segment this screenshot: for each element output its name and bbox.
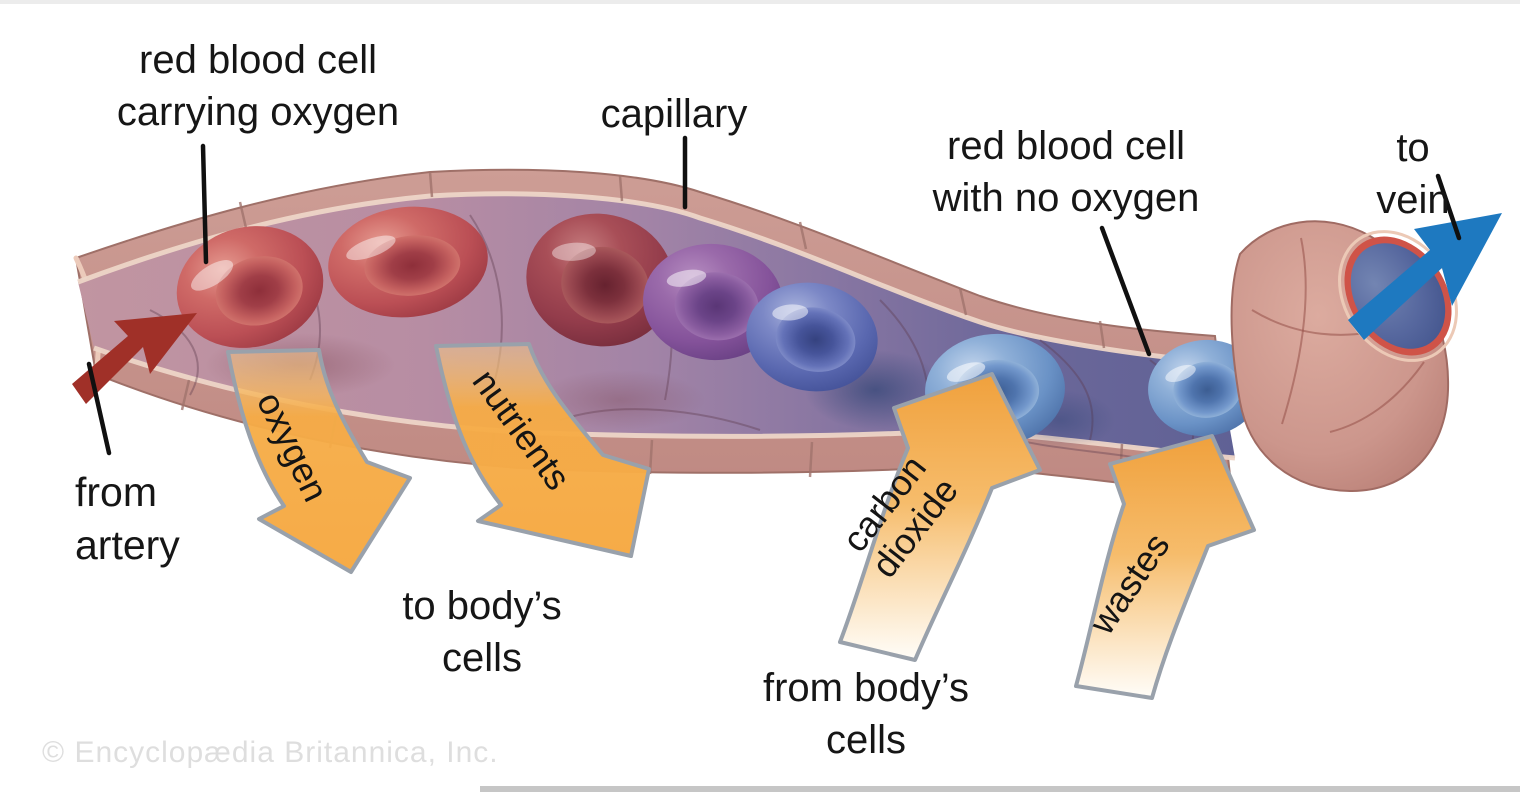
- label-from-artery: from artery: [75, 469, 180, 569]
- red-blood-cell-1: [176, 226, 324, 348]
- label-red-blood-cell-with-no-oxygen: red blood cell with no oxygen: [932, 124, 1200, 220]
- top-edge-line: [0, 0, 1520, 4]
- oxygen-flow-arrow: [226, 348, 412, 574]
- label-capillary: capillary: [600, 92, 748, 136]
- bottom-edge-line: [480, 786, 1520, 792]
- label-from-bodys-cells: from body’s cells: [762, 666, 970, 762]
- pointer-line-rbc-no-oxygen: [1099, 225, 1152, 357]
- label-to-vein: to vein: [1376, 126, 1450, 222]
- from-artery-arrow-icon: [72, 313, 197, 404]
- to-vein-arrow-icon: [1348, 213, 1502, 340]
- red-blood-cell-2: [328, 206, 488, 318]
- wastes-flow-arrow: [1074, 434, 1256, 700]
- nutrients-flow-arrow: [434, 342, 651, 558]
- pointer-line-to-vein: [1435, 173, 1462, 241]
- blue-blood-cell-2: [1148, 339, 1262, 437]
- pointer-lines: [86, 135, 1462, 456]
- red-blood-cell-3: [526, 213, 674, 347]
- label-red-blood-cell-carrying-oxygen: red blood cell carrying oxygen: [116, 38, 400, 134]
- pointer-line-from-artery: [86, 361, 112, 456]
- pointer-line-rbc-oxygen: [200, 143, 209, 265]
- blue-violet-blood-cell: [746, 282, 878, 392]
- carbon-dioxide-flow-arrow: [838, 372, 1042, 662]
- credit-watermark: © Encyclopædia Britannica, Inc.: [42, 736, 499, 769]
- label-to-bodys-cells: to body’s cells: [402, 584, 562, 680]
